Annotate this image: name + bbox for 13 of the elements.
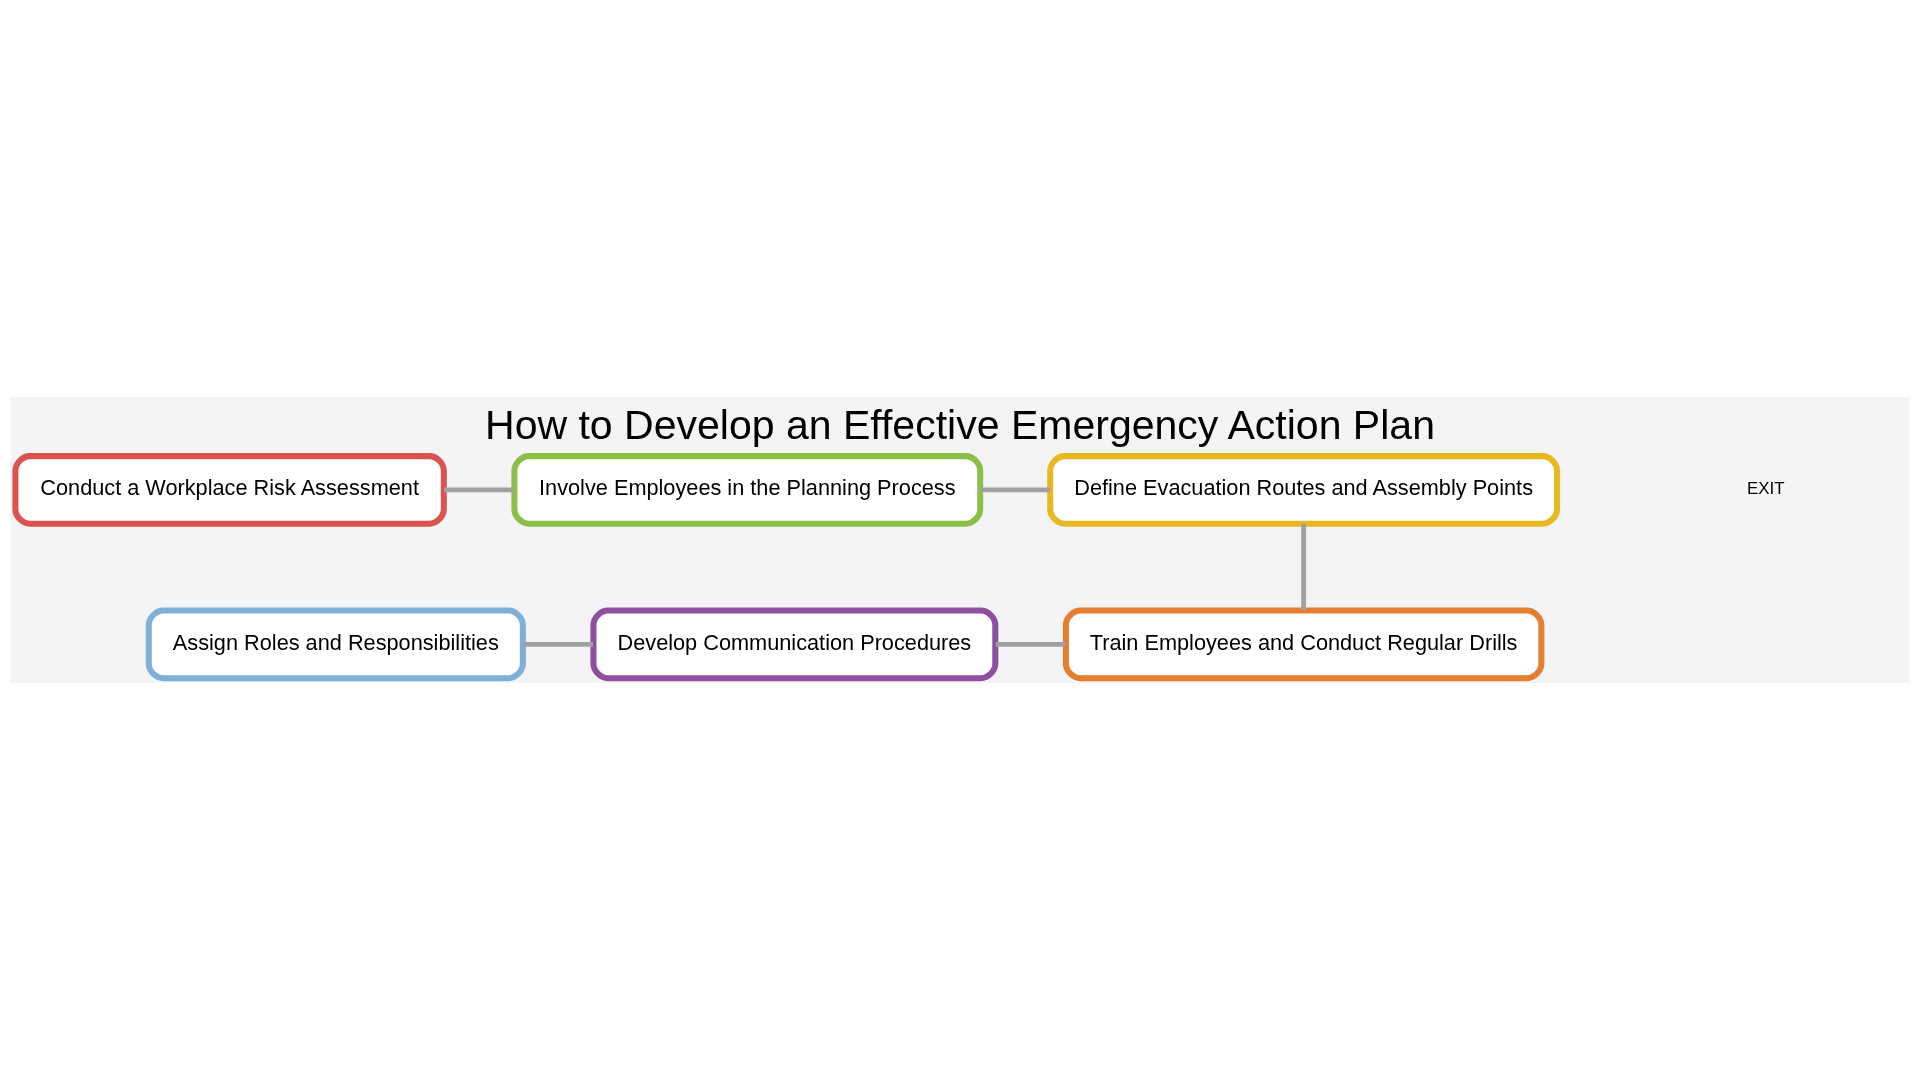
node-box: Involve Employees in the Planning Process (511, 453, 984, 527)
connector (980, 487, 1051, 493)
diagram-title: How to Develop an Effective Emergency Action Plan (485, 402, 1435, 449)
connector (1301, 523, 1307, 611)
node-box: Assign Roles and Responsibilities (145, 607, 526, 682)
node-box: Train Employees and Conduct Regular Drills (1062, 607, 1545, 682)
node-box: Develop Communication Procedures (590, 607, 999, 682)
node-box: Conduct a Workplace Risk Assessment (12, 453, 447, 527)
label: EXIT (1747, 479, 1785, 499)
connector (443, 487, 514, 493)
node-box: Define Evacuation Routes and Assembly Points (1047, 453, 1561, 527)
connector (523, 641, 593, 647)
connector (995, 641, 1066, 647)
